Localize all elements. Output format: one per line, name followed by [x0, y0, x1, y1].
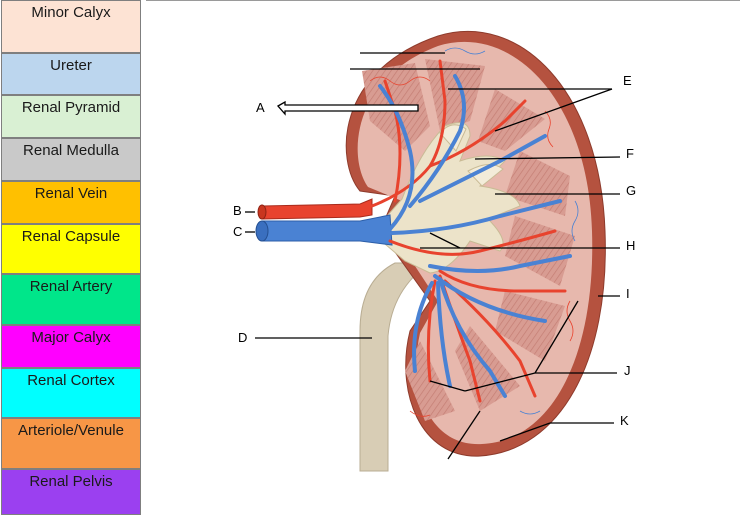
- diagram-area: A B C D E F G H I J K: [146, 0, 740, 517]
- label-tile-renal-cortex[interactable]: Renal Cortex: [1, 368, 141, 418]
- tile-text: Renal Pyramid: [21, 99, 121, 116]
- renal-artery-shape: [261, 198, 373, 220]
- vein-branches: [378, 74, 572, 398]
- leader-lines: [245, 52, 621, 460]
- renal-vein-shape: [261, 214, 393, 246]
- marker-h: H: [626, 238, 635, 253]
- renal-pyramid-shape: [505, 216, 575, 286]
- renal-pyramid-shape: [478, 89, 545, 151]
- tile-text: Renal Pelvis: [29, 473, 113, 490]
- marker-b: B: [233, 203, 242, 218]
- tile-text: Ureter: [50, 57, 92, 74]
- marker-d: D: [238, 330, 247, 345]
- kidney-diagram: A B C D E F G H I J K: [233, 31, 636, 472]
- tile-text: Renal Capsule: [21, 228, 121, 245]
- marker-i: I: [626, 286, 630, 301]
- label-tile-renal-artery[interactable]: Renal Artery: [1, 274, 141, 325]
- marker-j: J: [624, 363, 631, 378]
- tile-text: Arteriole/Venule: [18, 422, 124, 439]
- renal-vein-end: [255, 220, 269, 242]
- marker-k: K: [620, 413, 629, 428]
- tile-text: Renal Medulla: [23, 142, 119, 159]
- marker-a: A: [256, 100, 265, 115]
- label-tile-renal-vein[interactable]: Renal Vein: [1, 181, 141, 224]
- marker-e: E: [623, 73, 632, 88]
- label-tile-arteriole-venule[interactable]: Arteriole/Venule: [1, 418, 141, 469]
- arteriole-venule-network: [369, 47, 579, 417]
- answer-bank: Minor Calyx Ureter Renal Pyramid Renal M…: [0, 0, 143, 516]
- label-tile-major-calyx[interactable]: Major Calyx: [1, 325, 141, 368]
- arrow-marker-a: [276, 100, 419, 116]
- label-tile-ureter[interactable]: Ureter: [1, 53, 141, 95]
- marker-f: F: [626, 146, 634, 161]
- renal-pyramid-shape: [425, 59, 485, 131]
- label-tile-renal-pyramid[interactable]: Renal Pyramid: [1, 95, 141, 138]
- tile-text: Major Calyx: [31, 329, 111, 346]
- renal-pyramid-shape: [505, 151, 570, 216]
- label-tile-minor-calyx[interactable]: Minor Calyx: [1, 0, 141, 53]
- tile-text: Renal Artery: [29, 278, 113, 295]
- tile-text: Renal Vein: [34, 185, 108, 202]
- tile-text: Renal Cortex: [27, 372, 115, 389]
- tile-text: Minor Calyx: [31, 4, 111, 21]
- renal-artery-end: [257, 204, 267, 220]
- marker-c: C: [233, 224, 242, 239]
- label-tile-renal-pelvis[interactable]: Renal Pelvis: [1, 469, 141, 515]
- renal-pyramid-shape: [495, 291, 565, 361]
- label-tile-renal-capsule[interactable]: Renal Capsule: [1, 224, 141, 274]
- label-tile-renal-medulla[interactable]: Renal Medulla: [1, 138, 141, 181]
- marker-g: G: [626, 183, 636, 198]
